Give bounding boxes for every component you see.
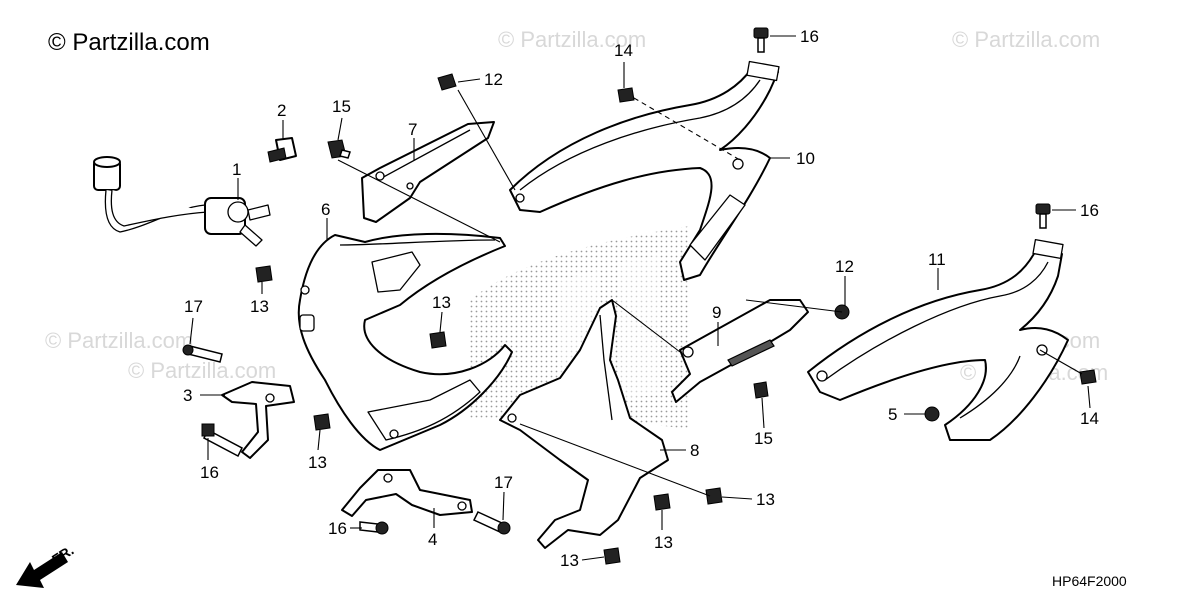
callout-16-right: 16 (1080, 201, 1099, 220)
front-arrow-icon (16, 552, 68, 588)
watermark-text: © Partzilla.com (498, 27, 646, 52)
screw-14-top (617, 87, 635, 103)
part-bracket-7 (361, 121, 495, 223)
part-ignition-switch (93, 156, 271, 247)
diagram-code: HP64F2000 (1052, 573, 1127, 589)
callout-8: 8 (690, 441, 699, 460)
callout-12-right: 12 (835, 257, 854, 276)
part-lower-cover-8 (499, 299, 669, 549)
callout-labels: 1 2 3 4 5 6 7 8 9 10 11 12 12 13 13 13 1… (183, 27, 1099, 570)
bolt-16-top (753, 27, 769, 53)
callout-6: 6 (321, 200, 330, 219)
nut-5 (924, 406, 940, 422)
screw-14-right (1079, 369, 1097, 385)
bolt-13-c (313, 413, 331, 431)
callout-16-bottom: 16 (328, 519, 347, 538)
bolt-16-bottom (359, 521, 389, 535)
bolt-13-a (255, 265, 273, 283)
callout-14-top: 14 (614, 41, 633, 60)
fasteners (182, 27, 1097, 565)
callout-2: 2 (277, 101, 286, 120)
callout-17-left: 17 (184, 297, 203, 316)
screw-15-left (327, 139, 351, 159)
callout-3: 3 (183, 386, 192, 405)
callout-7: 7 (408, 120, 417, 139)
front-direction-indicator: FR. (16, 542, 77, 588)
part-clip (267, 137, 297, 163)
callout-13-d: 13 (654, 533, 673, 552)
bolt-16-right (1035, 203, 1051, 229)
background-logo (470, 226, 690, 430)
part-stay-4 (341, 469, 473, 517)
bolt-17-bottom (472, 511, 511, 535)
callout-10: 10 (796, 149, 815, 168)
bolt-13-b (429, 331, 447, 349)
watermark-text: © Partzilla.com (952, 27, 1100, 52)
callout-13-b: 13 (432, 293, 451, 312)
screw-15-right (753, 381, 769, 399)
part-stay-3 (221, 381, 295, 459)
part-inner-cover-6 (297, 232, 513, 451)
callout-14-right: 14 (1080, 409, 1099, 428)
callout-5: 5 (888, 405, 897, 424)
bolt-13-d (653, 493, 671, 511)
bolt-16-left (201, 423, 243, 458)
callout-4: 4 (428, 530, 437, 549)
callout-13-f: 13 (560, 551, 579, 570)
callout-12-top: 12 (484, 70, 503, 89)
watermark-text: © Partzilla.com (45, 328, 193, 353)
callout-1: 1 (232, 160, 241, 179)
leader-lines (189, 35, 1091, 561)
watermark-text: © Partzilla.com (128, 358, 276, 383)
callout-15-left: 15 (332, 97, 351, 116)
part-side-cover-10 (509, 60, 780, 281)
callout-16-left: 16 (200, 463, 219, 482)
callout-13-a: 13 (250, 297, 269, 316)
bolt-13-e (705, 487, 723, 505)
callout-15-right: 15 (754, 429, 773, 448)
callout-13-c: 13 (308, 453, 327, 472)
callout-9: 9 (712, 303, 721, 322)
part-bracket-9 (671, 299, 809, 403)
part-side-cover-11 (807, 239, 1069, 441)
bolt-17-left (182, 344, 223, 363)
copyright-text: © Partzilla.com (48, 29, 210, 56)
callout-17-bottom: 17 (494, 473, 513, 492)
callout-11: 11 (928, 250, 946, 269)
callout-13-e: 13 (756, 490, 775, 509)
screw-12-top (437, 73, 457, 91)
bolt-13-f (603, 547, 621, 565)
callout-16-top: 16 (800, 27, 819, 46)
